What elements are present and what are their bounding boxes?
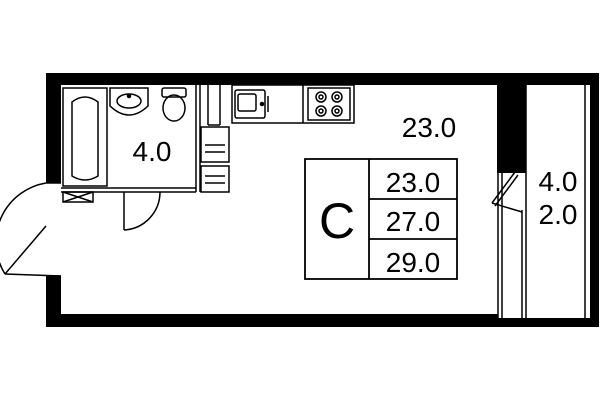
entrance-door-swing [0,182,47,275]
bathroom-sink [109,87,149,116]
bathtub [62,87,108,187]
wardrobe-upper [200,126,230,163]
balcony-reduced-area: 2.0 [539,199,578,230]
bathtub-inner [71,96,99,181]
bathroom-area: 4.0 [133,136,172,167]
table-cell-living-area: 23.0 [386,167,441,198]
sink-drain [126,93,132,99]
bathroom-partitions [61,85,221,203]
balcony-wall [497,73,526,173]
balcony-right-wall [590,73,599,327]
toilet-bowl [162,94,186,122]
kitchen-counter [231,84,355,124]
wardrobe-lower [200,165,230,193]
table-cell-total-area: 27.0 [386,206,441,237]
summary-table-border [304,158,458,280]
bathtub-outer [62,87,108,187]
table-cell-total-with-balcony: 29.0 [386,247,441,278]
walls [46,73,599,327]
balcony-door-leaf [491,171,516,204]
balcony-glazing [491,85,586,318]
entrance-door-leaf [4,225,47,275]
kitchen-sink [234,89,266,119]
burner-1 [315,91,327,103]
kitchen-counter-outer [231,84,355,124]
doors [0,182,161,277]
burner-3 [315,105,327,117]
main-room-area: 23.0 [402,112,457,143]
apartment-type-letter: С [319,193,355,249]
bathroom-door-swing [123,191,161,231]
stove [307,87,351,121]
wardrobe [200,126,230,193]
toilet [161,87,187,122]
left-wall-upper [46,73,61,183]
balcony-total-area: 4.0 [539,166,578,197]
bottom-wall [46,314,498,327]
burner-2 [331,91,343,103]
summary-table [304,158,458,280]
burner-4 [331,105,343,117]
sink-basin [109,87,149,116]
balcony-bottom-wall [497,318,599,327]
vent-box [62,191,94,203]
top-wall [46,73,598,85]
toilet-tank [161,87,187,98]
